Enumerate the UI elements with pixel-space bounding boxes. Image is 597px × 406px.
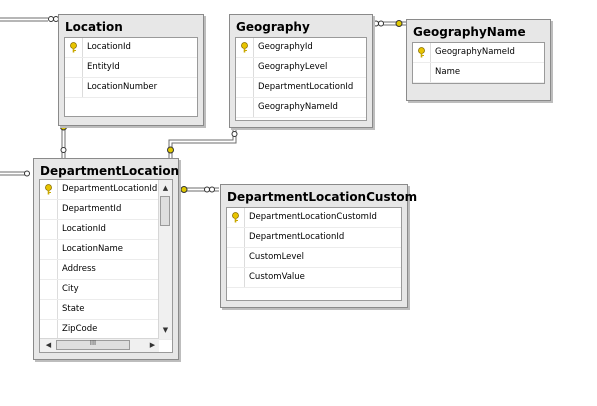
many-end-icon: [48, 16, 54, 22]
column-row[interactable]: DepartmentLocationId: [227, 228, 401, 248]
key-icon: [232, 212, 239, 223]
table-departmentlocation[interactable]: DepartmentLocation DepartmentLocationId …: [33, 158, 179, 360]
column-row[interactable]: Name: [413, 63, 544, 83]
column-row[interactable]: LocationId: [65, 38, 197, 58]
arrow-up-icon[interactable]: ▲: [162, 184, 169, 192]
key-end-icon: [180, 186, 188, 193]
column-name: EntityId: [87, 62, 120, 72]
column-name: GeographyLevel: [258, 62, 328, 72]
column-row[interactable]: DepartmentLocationId: [40, 180, 172, 200]
vertical-scrollbar[interactable]: ▲ ▼: [158, 180, 172, 339]
column-name: DepartmentLocationId: [258, 82, 354, 92]
column-row[interactable]: City: [40, 280, 172, 300]
key-icon: [70, 42, 77, 53]
key-icon: [45, 184, 52, 195]
column-grid: DepartmentLocationId DepartmentId Locati…: [39, 179, 173, 353]
table-location[interactable]: Location LocationId EntityId LocationNum…: [58, 14, 204, 126]
column-row[interactable]: CustomLevel: [227, 248, 401, 268]
column-row[interactable]: GeographyNameId: [413, 43, 544, 63]
arrow-right-icon[interactable]: ▶: [149, 341, 156, 349]
many-end-icon: [24, 170, 30, 177]
table-departmentlocationcustom[interactable]: DepartmentLocationCustom DepartmentLocat…: [220, 184, 418, 308]
column-row[interactable]: GeographyNameId: [236, 98, 366, 118]
column-name: DepartmentId: [62, 204, 122, 214]
column-row[interactable]: LocationNumber: [65, 78, 197, 98]
column-row[interactable]: Address: [40, 260, 172, 280]
column-name: ZipCode: [62, 324, 98, 334]
relationship-line-geography-departmentlocation: [171, 126, 237, 160]
column-name: City: [62, 284, 79, 294]
column-row[interactable]: DepartmentId: [40, 200, 172, 220]
column-name: GeographyId: [258, 42, 313, 52]
column-row[interactable]: State: [40, 300, 172, 320]
column-name: DepartmentLocationId: [62, 184, 158, 194]
column-grid: GeographyId GeographyLevel DepartmentLoc…: [235, 37, 367, 121]
column-row[interactable]: CustomValue: [227, 268, 401, 288]
column-row[interactable]: GeographyLevel: [236, 58, 366, 78]
column-row[interactable]: DepartmentLocationId: [236, 78, 366, 98]
column-name: LocationName: [62, 244, 124, 254]
column-name: State: [62, 304, 85, 314]
arrow-down-icon[interactable]: ▼: [162, 326, 169, 334]
column-row[interactable]: LocationId: [40, 220, 172, 240]
column-name: DepartmentLocationId: [249, 232, 345, 242]
table-geographyname[interactable]: GeographyName GeographyNameId Name: [406, 19, 551, 101]
many-end-icon: [204, 186, 210, 193]
column-name: CustomLevel: [249, 252, 305, 262]
key-icon: [418, 47, 425, 58]
vertical-scroll-thumb[interactable]: [160, 196, 170, 226]
table-title: DepartmentLocationCustom: [227, 190, 418, 204]
column-grid: LocationId EntityId LocationNumber: [64, 37, 198, 117]
table-title: GeographyName: [413, 25, 526, 39]
many-end-icon: [60, 147, 67, 153]
column-name: LocationNumber: [87, 82, 158, 92]
table-title: Geography: [236, 20, 310, 34]
column-name: GeographyNameId: [435, 47, 515, 57]
key-end-icon: [395, 20, 403, 27]
column-name: DepartmentLocationCustomId: [249, 212, 377, 222]
column-row[interactable]: EntityId: [65, 58, 197, 78]
key-end-icon: [167, 146, 174, 154]
table-title: Location: [65, 20, 123, 34]
scroll-grip: III: [89, 339, 97, 347]
column-grid: DepartmentLocationCustomId DepartmentLoc…: [226, 207, 402, 301]
horizontal-scroll-thumb[interactable]: III: [56, 339, 130, 350]
column-row[interactable]: LocationName: [40, 240, 172, 260]
column-name: LocationId: [87, 42, 131, 52]
many-end-icon: [373, 20, 379, 27]
column-name: CustomValue: [249, 272, 305, 282]
column-grid: GeographyNameId Name: [412, 42, 545, 84]
table-geography[interactable]: Geography GeographyId GeographyLevel Dep…: [229, 14, 373, 128]
column-name: Name: [435, 67, 461, 77]
column-row[interactable]: GeographyId: [236, 38, 366, 58]
horizontal-scrollbar[interactable]: ◀ III ▶: [40, 338, 159, 352]
many-end-icon: [231, 131, 238, 137]
key-icon: [241, 42, 248, 53]
column-row[interactable]: ZipCode: [40, 320, 172, 340]
table-title: DepartmentLocation: [40, 164, 180, 178]
arrow-left-icon[interactable]: ◀: [45, 341, 52, 349]
column-name: Address: [62, 264, 96, 274]
column-name: LocationId: [62, 224, 106, 234]
column-name: GeographyNameId: [258, 102, 338, 112]
column-row[interactable]: DepartmentLocationCustomId: [227, 208, 401, 228]
